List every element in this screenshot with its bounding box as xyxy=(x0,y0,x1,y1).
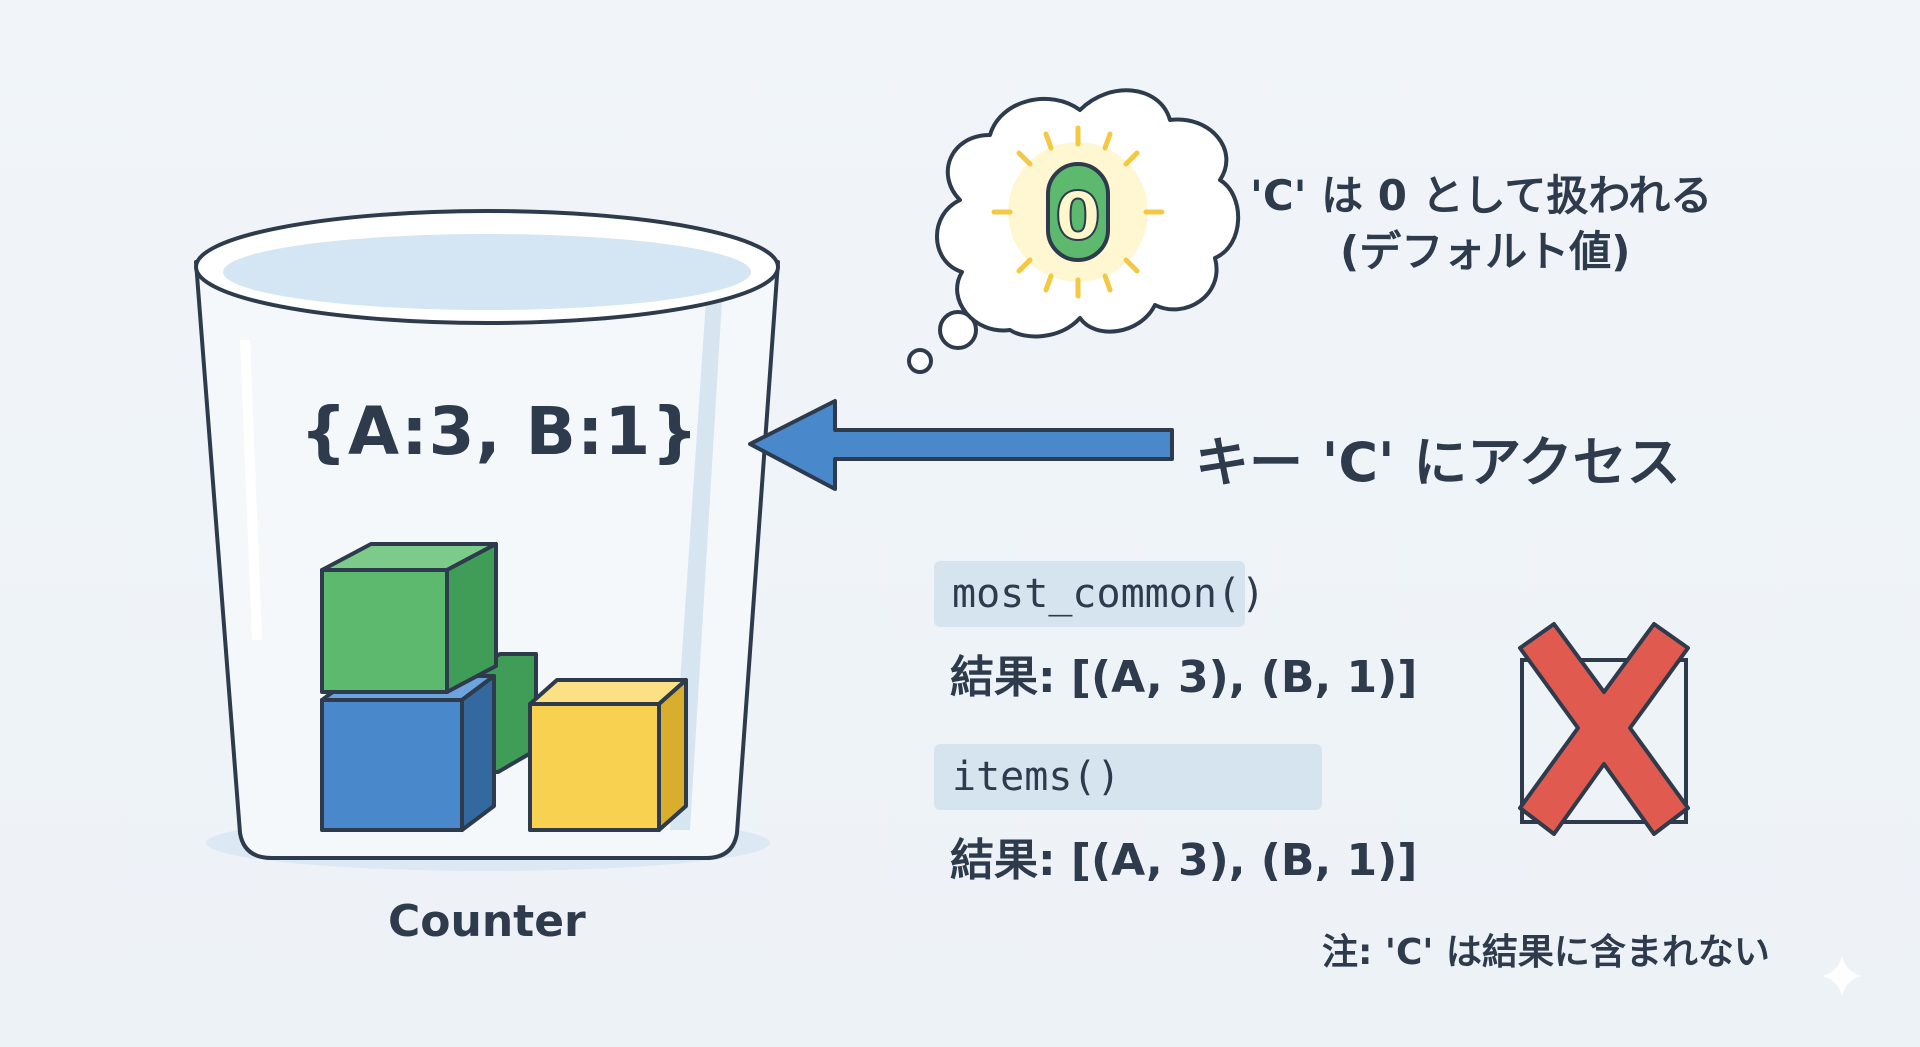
cross-icon xyxy=(1518,622,1690,836)
access-key-label: キー 'C' にアクセス xyxy=(1195,431,1681,494)
counter-dict-text: {A:3, B:1} xyxy=(300,393,700,470)
default-value-line1: 'C' は 0 として扱われる xyxy=(1250,171,1713,220)
zero-value: 0 xyxy=(1055,178,1101,255)
items-method-chip: items() xyxy=(934,744,1322,810)
default-value-line2: (デフォルト値) xyxy=(1340,227,1631,276)
sparkle-icon xyxy=(1822,956,1862,996)
block-yellow xyxy=(528,678,688,832)
block-blue xyxy=(320,674,496,832)
most-common-result: 結果: [(A, 3), (B, 1)] xyxy=(950,652,1418,703)
items-result: 結果: [(A, 3), (B, 1)] xyxy=(950,835,1418,886)
access-arrow xyxy=(748,399,1174,491)
most-common-method-chip: most_common() xyxy=(934,561,1265,627)
counter-label: Counter xyxy=(388,896,586,947)
thought-cloud: 0 xyxy=(907,88,1241,374)
block-green-top xyxy=(320,542,498,694)
note-text: 注: 'C' は結果に含まれない xyxy=(1322,932,1770,973)
